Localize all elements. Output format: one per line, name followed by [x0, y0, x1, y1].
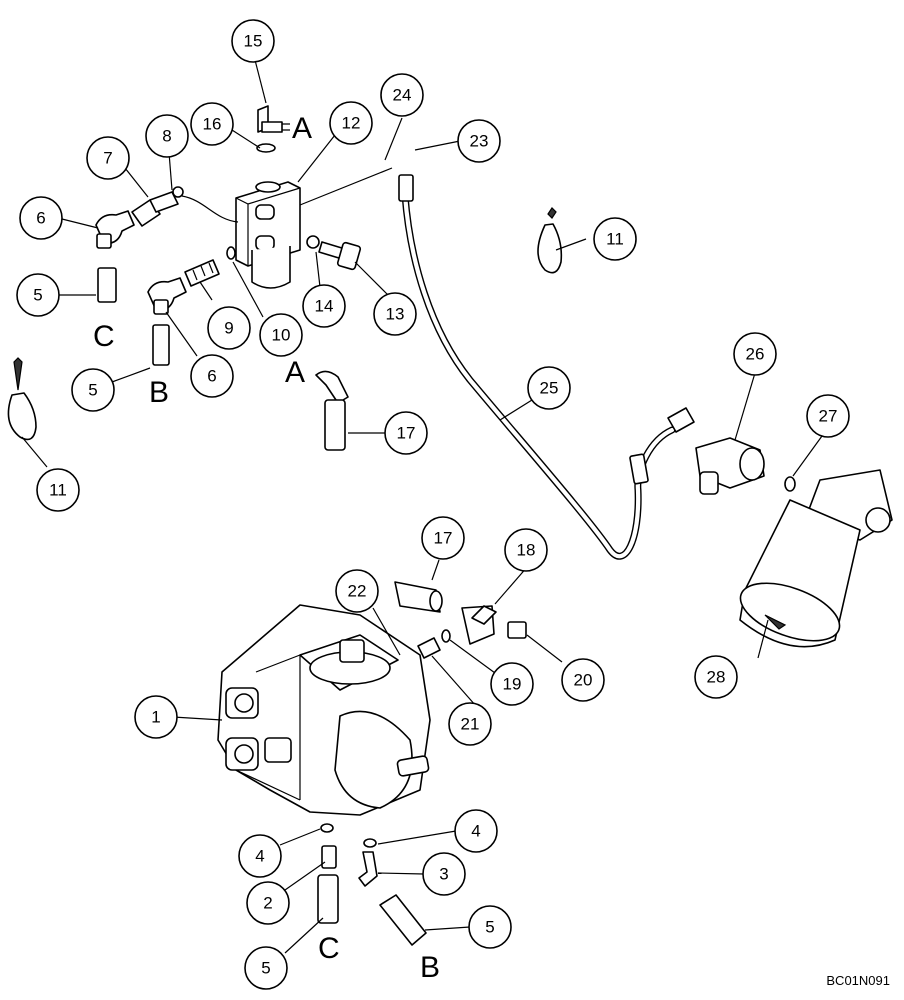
svg-text:15: 15 [244, 32, 263, 51]
callout-1: 1 [134, 695, 178, 739]
leader-lines [21, 59, 823, 954]
svg-text:23: 23 [470, 132, 489, 151]
callout-24: 24 [380, 73, 424, 117]
port-labels: A A B B C C [93, 112, 440, 984]
svg-text:18: 18 [517, 541, 536, 560]
svg-text:17: 17 [397, 424, 416, 443]
callout-13: 13 [373, 292, 417, 336]
callout-21: 21 [448, 702, 492, 746]
svg-text:2: 2 [263, 894, 272, 913]
callout-4: 4 [238, 834, 282, 878]
callout-25: 25 [527, 366, 571, 410]
svg-text:6: 6 [36, 209, 45, 228]
callout-22: 22 [335, 569, 379, 613]
callout-5: 5 [71, 368, 115, 412]
svg-text:6: 6 [207, 367, 216, 386]
callout-18: 18 [504, 528, 548, 572]
svg-text:25: 25 [540, 379, 559, 398]
callout-5: 5 [468, 905, 512, 949]
callout-6: 6 [19, 196, 63, 240]
callout-9: 9 [207, 306, 251, 350]
svg-text:27: 27 [819, 407, 838, 426]
figure-code: BC01N091 [826, 973, 890, 988]
callout-11: 11 [36, 468, 80, 512]
svg-text:8: 8 [162, 127, 171, 146]
callout-10: 10 [259, 313, 303, 357]
svg-text:24: 24 [393, 86, 412, 105]
callout-26: 26 [733, 332, 777, 376]
svg-text:7: 7 [103, 149, 112, 168]
port-label-a-upper: A [292, 112, 312, 145]
port-label-c-upper: C [93, 320, 115, 353]
callout-3: 3 [422, 852, 466, 896]
callout-16: 16 [190, 102, 234, 146]
svg-text:5: 5 [485, 918, 494, 937]
svg-text:28: 28 [707, 668, 726, 687]
svg-text:22: 22 [348, 582, 367, 601]
svg-text:11: 11 [49, 481, 67, 500]
svg-text:10: 10 [272, 326, 291, 345]
svg-text:17: 17 [434, 529, 453, 548]
svg-text:5: 5 [33, 286, 42, 305]
callout-5: 5 [16, 273, 60, 317]
svg-text:20: 20 [574, 671, 593, 690]
callout-14: 14 [302, 284, 346, 328]
callout-7: 7 [86, 136, 130, 180]
svg-text:3: 3 [439, 865, 448, 884]
callout-17: 17 [384, 411, 428, 455]
callout-4: 4 [454, 809, 498, 853]
callout-8: 8 [145, 114, 189, 158]
callout-11: 11 [593, 217, 637, 261]
svg-text:19: 19 [503, 675, 522, 694]
callout-2: 2 [246, 881, 290, 925]
svg-text:4: 4 [255, 847, 264, 866]
callout-19: 19 [490, 662, 534, 706]
port-label-c-lower: C [318, 932, 340, 965]
svg-text:9: 9 [224, 319, 233, 338]
svg-text:13: 13 [386, 305, 405, 324]
svg-text:14: 14 [315, 297, 334, 316]
svg-text:16: 16 [203, 115, 222, 134]
svg-text:1: 1 [151, 708, 160, 727]
pump-1 [217, 604, 431, 816]
callout-15: 15 [231, 19, 275, 63]
callout-27: 27 [806, 394, 850, 438]
callout-6: 6 [190, 354, 234, 398]
callout-23: 23 [457, 119, 501, 163]
svg-text:4: 4 [471, 822, 480, 841]
port-label-b-upper: B [149, 376, 169, 409]
parts-artwork [7, 105, 893, 946]
svg-text:12: 12 [342, 114, 361, 133]
callout-20: 20 [561, 658, 605, 702]
callouts: 1 2 3 4 4 5 5 5 5 5 6 6 7 8 9 10 11 11 1… [16, 19, 850, 990]
callout-12: 12 [329, 101, 373, 145]
svg-text:26: 26 [746, 345, 765, 364]
callout-28: 28 [694, 655, 738, 699]
port-label-b-lower: B [420, 951, 440, 984]
callout-17: 17 [421, 516, 465, 560]
svg-text:21: 21 [461, 715, 480, 734]
svg-text:11: 11 [606, 230, 624, 249]
port-label-a-lower: A [285, 356, 305, 389]
callout-5: 5 [244, 946, 288, 990]
svg-text:5: 5 [88, 381, 97, 400]
svg-text:5: 5 [261, 959, 270, 978]
